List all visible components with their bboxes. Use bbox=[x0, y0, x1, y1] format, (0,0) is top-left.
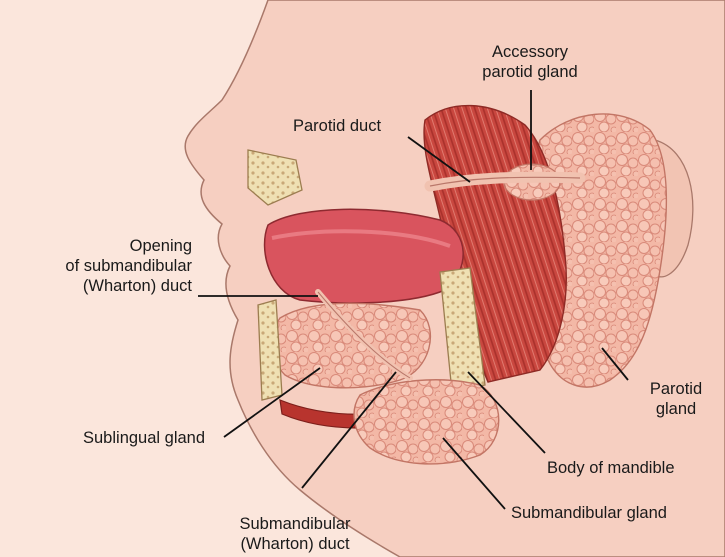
label-sublingual-gland: Sublingual gland bbox=[83, 428, 205, 448]
tongue bbox=[265, 209, 464, 303]
label-body-of-mandible: Body of mandible bbox=[547, 458, 675, 478]
label-submandibular-duct: Submandibular (Wharton) duct bbox=[225, 514, 365, 554]
label-submandibular-gland: Submandibular gland bbox=[511, 503, 667, 523]
label-parotid-gland: Parotid gland bbox=[636, 379, 716, 419]
label-accessory-parotid-gland: Accessory parotid gland bbox=[460, 42, 600, 82]
submandibular-gland-shape bbox=[354, 380, 499, 464]
label-parotid-duct: Parotid duct bbox=[293, 116, 381, 136]
label-opening-submandibular-duct: Opening of submandibular (Wharton) duct bbox=[40, 236, 192, 296]
